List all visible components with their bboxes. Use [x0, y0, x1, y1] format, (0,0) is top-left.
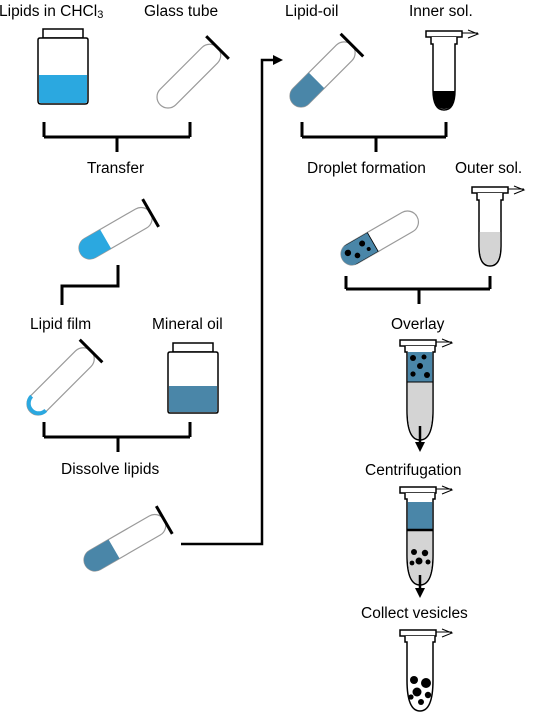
eppendorf-inner-sol-icon — [425, 29, 480, 111]
label-lipid-film: Lipid film — [30, 316, 91, 333]
glass-tube-icon — [156, 35, 230, 109]
eppendorf-collect-vesicles-icon — [399, 628, 454, 712]
label-centrifugation: Centrifugation — [365, 462, 462, 479]
arrowhead-down-2-icon — [415, 588, 425, 598]
tube-lipid-oil-dissolved-icon — [79, 505, 174, 576]
tube-lipid-oil-icon — [285, 32, 365, 112]
eppendorf-centrifugation-icon — [399, 485, 454, 586]
label-outer-sol: Outer sol. — [455, 160, 522, 177]
tube-transferred-chcl3-icon — [74, 198, 160, 264]
label-inner-sol: Inner sol. — [409, 3, 473, 20]
bracket-transfer — [42, 122, 192, 152]
jar-mineral-oil-icon — [167, 342, 219, 414]
label-transfer: Transfer — [87, 160, 144, 177]
label-glass-tube: Glass tube — [144, 3, 218, 20]
connector-to-lipid-film — [60, 265, 120, 305]
connector-arrow-to-lipid-oil — [181, 58, 276, 546]
eppendorf-outer-sol-icon — [471, 185, 526, 267]
label-lipids-in-chcl3: Lipids in CHCl3 — [0, 3, 103, 21]
label-overlay: Overlay — [391, 316, 445, 333]
label-lipid-oil: Lipid-oil — [285, 3, 338, 20]
bracket-dissolve — [42, 422, 192, 452]
label-collect-vesicles: Collect vesicles — [361, 605, 468, 622]
label-dissolve-lipids: Dissolve lipids — [61, 461, 159, 478]
tube-lipid-film-icon — [26, 338, 104, 416]
bracket-droplet — [300, 122, 448, 152]
tube-droplets-icon — [336, 210, 420, 270]
label-mineral-oil: Mineral oil — [152, 316, 223, 333]
bracket-overlay — [344, 276, 492, 304]
label-droplet-formation: Droplet formation — [307, 160, 426, 177]
arrowhead-down-1-icon — [415, 442, 425, 452]
eppendorf-overlay-icon — [399, 338, 454, 441]
jar-lipids-chcl3-icon — [37, 28, 89, 105]
arrowhead-right-icon — [273, 55, 283, 65]
